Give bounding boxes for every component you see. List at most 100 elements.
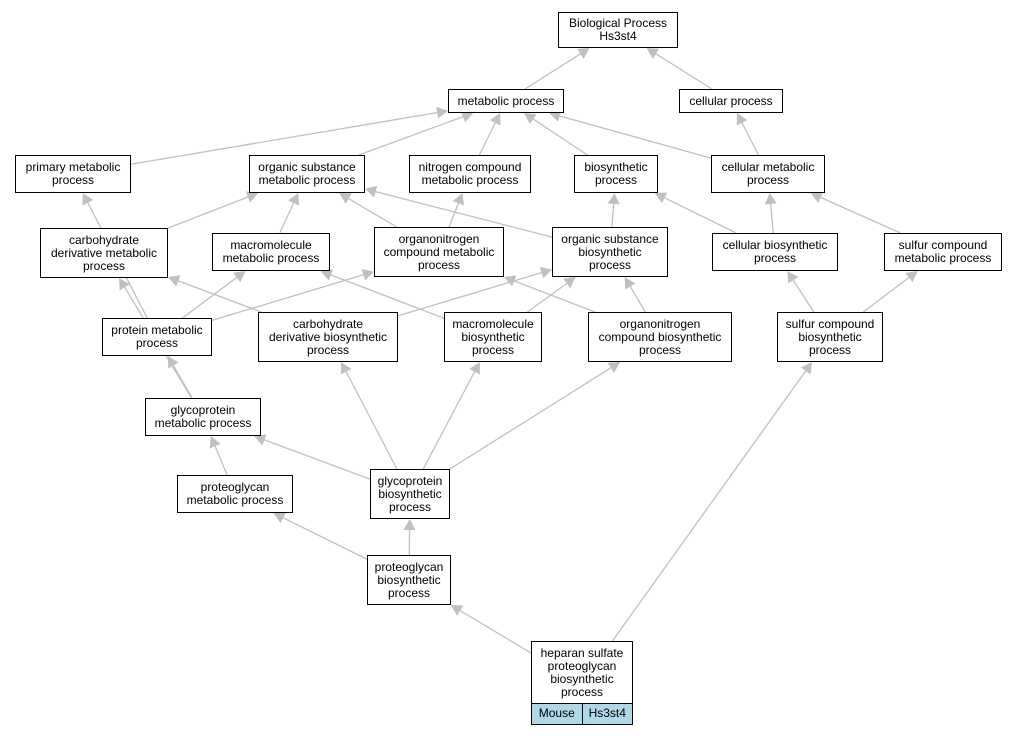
- node-macromolecule-metabolic-process[interactable]: macromolecule metabolic process: [212, 233, 330, 271]
- node-sulfur-compound-biosynthetic-process[interactable]: sulfur compound biosynthetic process: [777, 312, 883, 362]
- node-cellular-biosynthetic-process[interactable]: cellular biosynthetic process: [712, 233, 838, 271]
- edge-arrowhead: [624, 277, 636, 290]
- edge-metabolic-to-root: [524, 53, 581, 90]
- node-label: biosynthetic: [461, 329, 525, 344]
- node-label: compound biosynthetic: [598, 329, 722, 344]
- node-label: metabolic process: [222, 251, 320, 265]
- edge-glycoprotein_biosynthetic-to-organonitrogen_compound_biosynthetic: [449, 367, 612, 470]
- edge-organonitrogen_compound_biosynthetic-to-organic_substance_biosynthetic: [629, 286, 646, 313]
- node-glycoprotein-biosynthetic-process[interactable]: glycoprotein biosynthetic process: [370, 469, 450, 519]
- node-label: biosynthetic: [584, 160, 648, 174]
- node-label: metabolic process: [186, 493, 284, 507]
- node-label: process: [388, 499, 432, 514]
- edge-glycoprotein_biosynthetic-to-glycoprotein_metabolic: [264, 439, 371, 480]
- edge-sulfur_compound_metabolic-to-cellular_metabolic: [820, 196, 901, 234]
- edge-arrowhead: [800, 362, 813, 375]
- edge-organonitrogen_compound_metabolic-to-organic_substance_metabolic: [348, 198, 398, 228]
- node-biological-process-root[interactable]: Biological Process Hs3st4: [558, 12, 678, 48]
- node-organic-substance-metabolic-process[interactable]: organic substance metabolic process: [249, 155, 365, 193]
- node-label: proteoglycan: [200, 480, 270, 494]
- edge-carbohydrate_derivative_biosynthetic-to-carbohydrate_derivative_metabolic: [178, 280, 262, 313]
- edge-arrowhead: [563, 277, 576, 289]
- node-carbohydrate-derivative-metabolic-process[interactable]: carbohydrate derivative metabolic proces…: [40, 228, 168, 278]
- edge-arrowhead: [577, 48, 590, 59]
- node-label: organic substance: [561, 231, 659, 246]
- node-label: biosynthetic: [378, 486, 442, 501]
- node-primary-metabolic-process[interactable]: primary metabolic process: [15, 155, 131, 193]
- node-organonitrogen-compound-biosynthetic-process[interactable]: organonitrogen compound biosynthetic pro…: [588, 312, 732, 362]
- gene-annotation-bar[interactable]: Mouse Hs3st4: [531, 703, 633, 725]
- edge-cellular-to-root: [655, 53, 713, 90]
- edge-sulfur_compound_biosynthetic-to-sulfur_compound_metabolic: [862, 277, 910, 313]
- node-protein-metabolic-process[interactable]: protein metabolic process: [102, 318, 212, 356]
- edge-arrowhead: [646, 48, 660, 59]
- edge-arrowhead: [736, 113, 748, 126]
- edge-arrowhead: [167, 356, 179, 369]
- edge-glycoprotein_biosynthetic-to-macromolecule_biosynthetic: [422, 371, 476, 470]
- edge-arrowhead: [288, 193, 300, 206]
- edge-arrowhead: [607, 362, 621, 373]
- edge-arrowhead: [450, 605, 464, 616]
- edge-arrowhead: [607, 193, 620, 205]
- node-organic-substance-biosynthetic-process[interactable]: organic substance biosynthetic process: [552, 227, 668, 277]
- edge-arrowhead: [452, 193, 464, 206]
- edge-arrowhead: [654, 192, 668, 204]
- edge-arrowhead: [539, 266, 552, 279]
- node-proteoglycan-metabolic-process[interactable]: proteoglycan metabolic process: [177, 475, 293, 513]
- node-biosynthetic-process[interactable]: biosynthetic process: [574, 155, 658, 193]
- node-cellular-process[interactable]: cellular process: [679, 89, 783, 113]
- node-label: glycoprotein: [170, 403, 236, 417]
- node-label: primary metabolic: [25, 160, 121, 174]
- edge-organonitrogen_compound_biosynthetic-to-organonitrogen_compound_metabolic: [514, 280, 596, 313]
- edge-organic_substance_metabolic-to-metabolic: [358, 116, 464, 156]
- node-label: organonitrogen: [398, 231, 480, 246]
- node-label: process: [82, 258, 126, 273]
- node-label: process: [588, 257, 632, 272]
- species-cell: Mouse: [538, 706, 575, 720]
- node-label: derivative metabolic: [50, 245, 158, 260]
- node-label: process: [638, 342, 682, 357]
- node-label: cellular biosynthetic: [722, 238, 828, 252]
- node-label: cellular process: [689, 93, 773, 108]
- node-label: metabolic process: [154, 416, 252, 430]
- node-label: carbohydrate: [292, 316, 364, 331]
- node-label: metabolic process: [258, 173, 356, 187]
- edge-macromolecule_biosynthetic-to-macromolecule_metabolic: [330, 274, 445, 319]
- node-label: Biological Process: [568, 16, 668, 30]
- node-label: proteoglycan: [547, 658, 617, 673]
- edge-nitrogen_compound_metabolic-to-metabolic: [478, 122, 496, 156]
- node-proteoglycan-biosynthetic-process[interactable]: proteoglycan biosynthetic process: [367, 555, 451, 605]
- node-glycoprotein-metabolic-process[interactable]: glycoprotein metabolic process: [145, 398, 261, 436]
- node-label: cellular metabolic: [721, 160, 815, 174]
- node-macromolecule-biosynthetic-process[interactable]: macromolecule biosynthetic process: [444, 312, 542, 362]
- edge-arrowhead: [504, 275, 517, 287]
- edge-arrowhead: [119, 278, 130, 291]
- edge-arrowhead: [320, 269, 334, 281]
- edge-carbohydrate_derivative_metabolic-to-organic_substance_metabolic: [167, 196, 249, 229]
- edge-arrowhead: [273, 512, 286, 524]
- edge-cellular_biosynthetic-to-biosynthetic: [664, 197, 737, 234]
- node-nitrogen-compound-metabolic-process[interactable]: nitrogen compound metabolic process: [409, 155, 531, 193]
- edge-arrowhead: [339, 193, 352, 204]
- node-cellular-metabolic-process[interactable]: cellular metabolic process: [711, 155, 825, 193]
- edge-protein_metabolic-to-organonitrogen_compound_metabolic: [211, 274, 364, 322]
- edge-arrowhead: [460, 111, 474, 123]
- edge-arrowhead: [489, 113, 501, 126]
- node-carbohydrate-derivative-biosynthetic-process[interactable]: carbohydrate derivative biosynthetic pro…: [258, 312, 398, 362]
- node-label: process: [135, 336, 179, 350]
- node-heparan-sulfate-proteoglycan-biosynthetic-process[interactable]: heparan sulfate proteoglycan biosyntheti…: [531, 641, 633, 704]
- node-sulfur-compound-metabolic-process[interactable]: sulfur compound metabolic process: [884, 233, 1002, 271]
- edge-arrowhead: [209, 436, 221, 449]
- node-label: process: [387, 585, 431, 600]
- edge-glycoprotein_biosynthetic-to-carbohydrate_derivative_biosynthetic: [345, 371, 398, 470]
- node-label: Hs3st4: [599, 29, 637, 43]
- node-label: biosynthetic: [578, 244, 642, 259]
- edge-organonitrogen_compound_metabolic-to-nitrogen_compound_metabolic: [448, 202, 459, 228]
- edge-arrowhead: [436, 106, 448, 119]
- edge-arrowhead: [233, 271, 246, 283]
- edge-arrowhead: [82, 193, 94, 206]
- node-organonitrogen-compound-metabolic-process[interactable]: organonitrogen compound metabolic proces…: [374, 227, 504, 277]
- node-metabolic-process[interactable]: metabolic process: [448, 89, 564, 113]
